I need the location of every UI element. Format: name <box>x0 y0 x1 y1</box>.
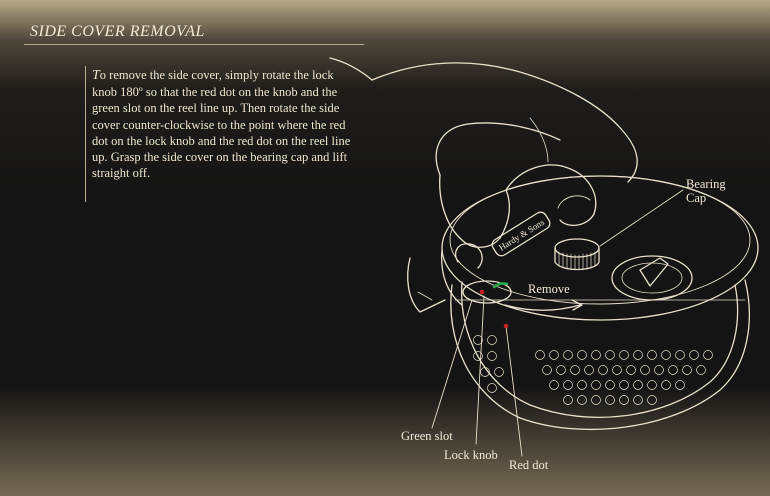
title-divider <box>24 44 364 45</box>
green-slot-marker <box>492 282 509 289</box>
instructions-text: o remove the side cover, simply rotate t… <box>92 68 351 181</box>
instructions-paragraph: To remove the side cover, simply rotate … <box>92 67 354 181</box>
green-slot-leader <box>431 299 473 429</box>
remove-arrow <box>504 304 581 311</box>
drop-cap: T <box>92 68 100 83</box>
thumb <box>455 243 483 269</box>
lock-knob <box>462 280 512 304</box>
bearing-cap-leader <box>599 189 684 247</box>
center-knob-top <box>554 238 600 258</box>
reel-frame-inner-rim <box>460 281 739 418</box>
hand-fingers <box>435 122 561 176</box>
label-bearing-line2: Cap <box>686 191 706 205</box>
lock-knob-leader <box>475 295 485 445</box>
center-knob-side <box>554 247 600 271</box>
reel-frame-rim <box>450 279 750 431</box>
background-glow <box>0 386 770 496</box>
side-cover-outline <box>441 175 759 321</box>
side-cover-ridge <box>449 175 751 305</box>
hand-outline <box>371 62 638 183</box>
label-bearing-line1: Bearing <box>686 177 726 191</box>
drag-adjuster-lever <box>639 257 669 287</box>
reel-red-dot <box>503 323 509 329</box>
label-green-slot: Green slot <box>401 429 453 443</box>
brand-plate-text: Hardy & Sons <box>497 217 546 253</box>
drag-adjuster-dial <box>611 255 693 301</box>
knob-red-dot <box>479 289 485 295</box>
reel-foot <box>407 257 446 313</box>
section-title: SIDE COVER REMOVAL <box>30 23 205 40</box>
red-dot-leader <box>505 325 523 457</box>
remove-arrowhead <box>571 299 583 311</box>
side-cover-edge <box>440 249 463 306</box>
label-red-dot: Red dot <box>509 458 549 472</box>
brand-plate <box>491 211 551 257</box>
label-lock-knob: Lock knob <box>444 448 498 462</box>
text-block-rule <box>85 66 358 202</box>
spool-perforations <box>473 335 713 405</box>
label-remove: Remove <box>528 282 570 296</box>
